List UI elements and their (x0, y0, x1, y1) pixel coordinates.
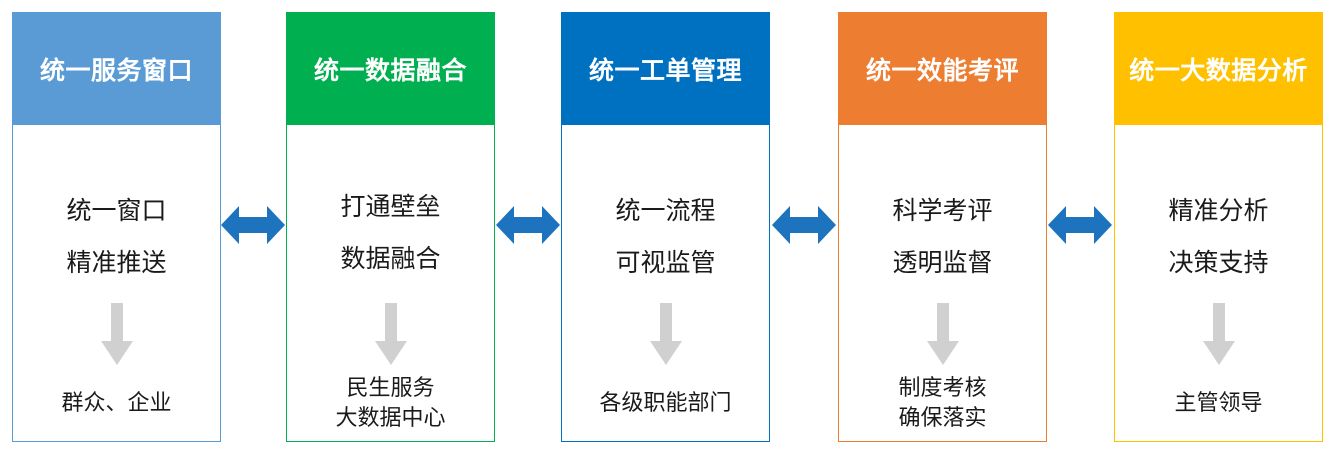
card-header: 统一大数据分析 (1115, 13, 1322, 125)
card-title: 统一服务窗口 (39, 56, 193, 85)
card-unified-efficiency-evaluation: 统一效能考评 科学考评 透明监督 制度考核 确保落实 (838, 12, 1047, 442)
card-line: 数据融合 (340, 244, 441, 273)
card-line: 精准分析 (1168, 196, 1269, 225)
card-target-line: 群众、企业 (61, 391, 172, 416)
card-unified-data-fusion: 统一数据融合 打通壁垒 数据融合 民生服务 大数据中心 (286, 12, 495, 442)
card-target: 各级职能部门 (562, 367, 769, 441)
card-target-line: 大数据中心 (335, 406, 446, 431)
card-title: 统一工单管理 (588, 56, 742, 85)
card-line: 可视监管 (615, 248, 716, 277)
card-line: 精准推送 (66, 248, 167, 277)
card-header: 统一数据融合 (287, 13, 494, 125)
card-line: 打通壁垒 (340, 192, 441, 221)
double-headed-arrow-icon (772, 206, 836, 244)
card-line: 科学考评 (892, 196, 993, 225)
double-headed-arrow-icon (496, 206, 560, 244)
card-unified-work-order-management: 统一工单管理 统一流程 可视监管 各级职能部门 (561, 12, 770, 442)
card-target: 制度考核 确保落实 (839, 367, 1046, 441)
card-header: 统一效能考评 (839, 13, 1046, 125)
card-body: 统一窗口 精准推送 (13, 185, 220, 289)
card-title: 统一数据融合 (313, 56, 467, 85)
card-unified-service-window: 统一服务窗口 统一窗口 精准推送 群众、企业 (12, 12, 221, 442)
card-body: 打通壁垒 数据融合 (287, 181, 494, 285)
card-header: 统一工单管理 (562, 13, 769, 125)
down-arrow-icon (1202, 303, 1235, 365)
card-target: 民生服务 大数据中心 (287, 367, 494, 441)
card-line: 统一窗口 (66, 196, 167, 225)
card-target: 主管领导 (1115, 367, 1322, 441)
card-target-line: 各级职能部门 (599, 391, 732, 416)
card-unified-big-data-analysis: 统一大数据分析 精准分析 决策支持 主管领导 (1114, 12, 1323, 442)
card-target: 群众、企业 (13, 367, 220, 441)
card-target-line: 民生服务 (346, 376, 435, 401)
card-line: 透明监督 (892, 248, 993, 277)
card-target-line: 确保落实 (898, 406, 987, 431)
card-header: 统一服务窗口 (13, 13, 220, 125)
card-body: 科学考评 透明监督 (839, 185, 1046, 289)
card-line: 决策支持 (1168, 248, 1269, 277)
card-target-line: 制度考核 (898, 376, 987, 401)
card-target-line: 主管领导 (1174, 391, 1263, 416)
double-headed-arrow-icon (221, 206, 285, 244)
card-body: 统一流程 可视监管 (562, 185, 769, 289)
down-arrow-icon (374, 303, 407, 365)
card-body: 精准分析 决策支持 (1115, 185, 1322, 289)
down-arrow-icon (926, 303, 959, 365)
card-title: 统一大数据分析 (1129, 56, 1308, 85)
card-line: 统一流程 (615, 196, 716, 225)
card-title: 统一效能考评 (865, 56, 1019, 85)
down-arrow-icon (100, 303, 133, 365)
double-headed-arrow-icon (1048, 206, 1112, 244)
down-arrow-icon (649, 303, 682, 365)
